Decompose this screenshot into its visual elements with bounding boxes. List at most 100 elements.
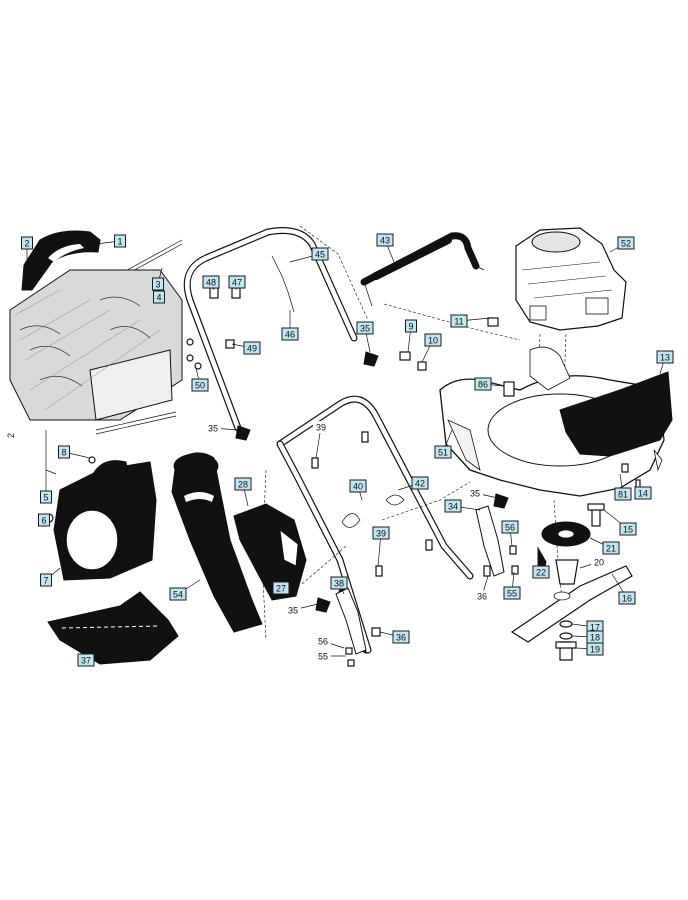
callout-box [40,573,52,587]
callout-number: 52 [621,239,631,249]
callout-number: 2 [24,239,29,249]
callout-c11: 11 [450,314,491,328]
callout-box [40,490,52,504]
callout-number: 50 [195,381,205,391]
callout-c50: 50 [191,367,209,392]
callout-c54: 54 [169,579,201,601]
callout-c3: 3 [152,267,164,291]
callout-box [586,642,604,656]
callout-c40: 40 [349,479,367,501]
callout-c52: 52 [609,236,635,253]
callout-box [330,576,348,590]
callout-c22: 22 [532,559,550,579]
blade [510,565,633,643]
callout-box [311,247,329,261]
callout-box [656,350,674,364]
callout-c55a: 55 [503,571,521,600]
callout-number: 22 [536,568,546,578]
callout-box [234,477,252,491]
callout-box [272,581,290,595]
callout-number: 7 [43,576,48,586]
callout-number: 43 [380,236,390,246]
callout-c35d: 35 [285,603,319,616]
callout-number: 8 [61,448,66,458]
callout-number: 56 [318,637,328,647]
callout-c35c: 35 [467,487,499,499]
callout-c51: 51 [434,429,453,459]
callout-c45: 45 [289,247,329,263]
callout-number: 10 [428,336,438,346]
callout-number: 5 [43,493,48,503]
callout-box [411,476,429,490]
callout-box [376,233,394,247]
callout-box [444,499,462,513]
callout-c20: 20 [579,556,607,569]
callout-number: 15 [623,525,633,535]
callout-box [634,486,652,500]
control-bar [360,232,485,307]
callout-box [169,587,187,601]
lower-handle [276,395,474,654]
callout-number: 37 [81,656,91,666]
callout-c39a: 39 [313,421,329,459]
rear-guard [559,371,673,457]
callout-box [424,333,442,347]
callout-c2: 2 [21,236,33,262]
callout-box [474,377,492,391]
callout-number: 36 [396,633,406,643]
callout-number: 3 [155,280,160,290]
callout-number: 16 [622,594,632,604]
callout-c19: 19 [575,642,604,656]
mulch-plug [47,591,179,665]
callout-number: 54 [173,590,183,600]
callout-c35b: 35 [205,422,239,434]
callout-box [114,234,126,248]
callout-number: 42 [415,479,425,489]
callout-c42: 42 [397,476,429,491]
callout-c36a: 36 [474,575,490,602]
callout-box [38,513,50,527]
callout-box [619,522,637,536]
callout-c7: 7 [40,567,61,587]
callout-number: 55 [507,589,517,599]
page-mark: 2 [6,433,16,438]
callout-c16: 16 [611,573,636,605]
callout-box [21,236,33,250]
callout-c36b: 36 [379,630,410,644]
callout-number: 51 [438,448,448,458]
callout-box [372,526,390,540]
callout-c8: 8 [58,445,91,459]
callout-number: 86 [478,380,488,390]
callout-number: 11 [454,317,463,327]
callout-box [617,236,635,250]
callout-c43: 43 [376,233,395,263]
callout-c39b: 39 [372,526,390,567]
callout-number: 34 [448,502,458,512]
callout-c48: 48 [202,275,220,291]
fasteners [194,287,641,667]
callout-c49: 49 [231,341,261,355]
callout-number: 27 [276,584,286,594]
callout-box [392,630,410,644]
callout-number: 46 [285,330,295,340]
callout-c47: 47 [228,275,246,291]
callout-c38: 38 [330,576,348,595]
callout-c27: 27 [272,571,290,595]
callout-number: 17 [590,623,600,633]
callout-c21: 21 [589,537,620,555]
callout-box [614,487,632,501]
callout-box [405,319,417,333]
callout-box [243,341,261,355]
callout-number: 48 [206,278,216,288]
callout-number: 19 [590,645,600,655]
callout-number: 47 [232,278,242,288]
grass-bag-assembly [9,230,194,523]
callout-box [152,277,164,291]
callout-c13: 13 [656,350,674,375]
callout-c18: 18 [571,630,604,644]
callout-number: 21 [606,544,616,554]
callout-number: 40 [353,482,363,492]
callout-box [618,591,636,605]
callout-box [153,290,165,304]
